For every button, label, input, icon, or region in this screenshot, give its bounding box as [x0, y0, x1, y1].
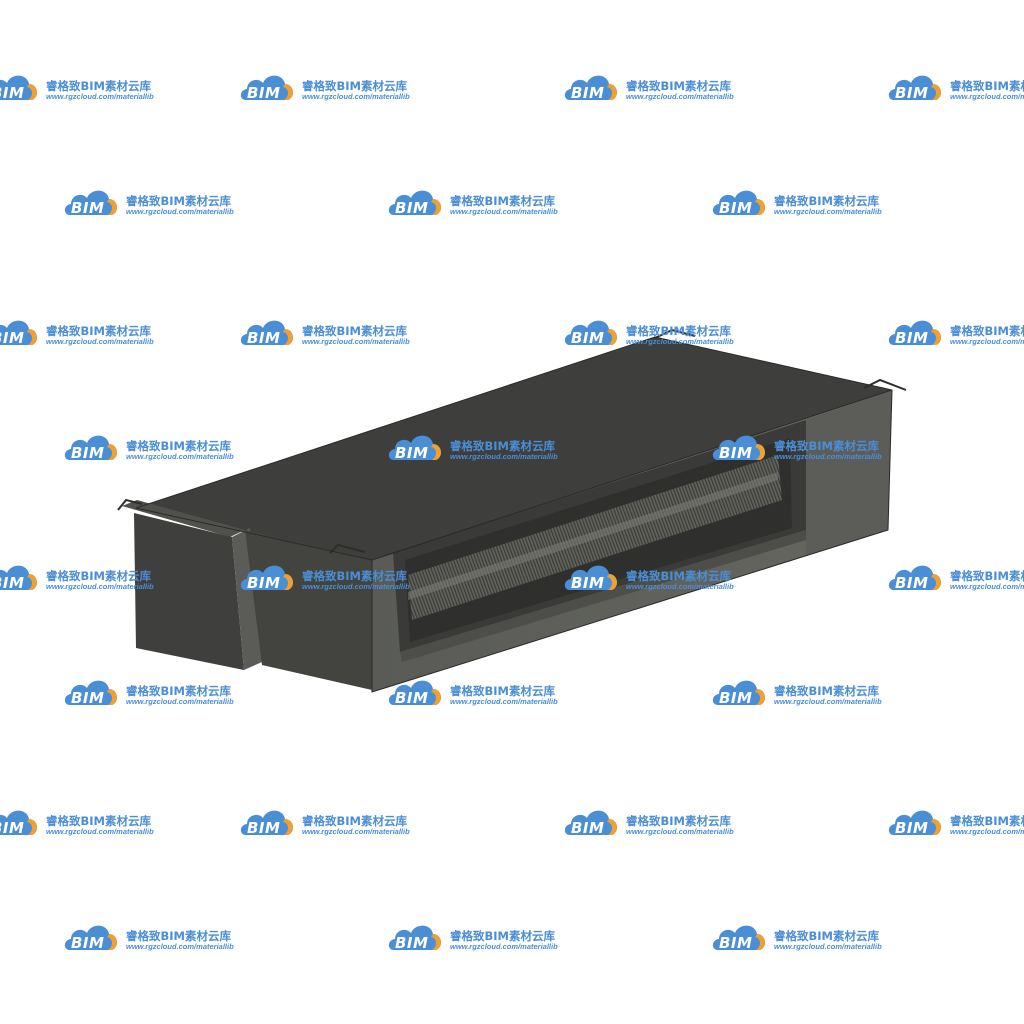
casing-right-end — [806, 390, 892, 556]
plenum-side — [232, 528, 262, 670]
plenum-front — [134, 513, 244, 670]
drain-pan-lip — [400, 530, 806, 662]
coil-highlight — [408, 472, 778, 600]
casing-top — [136, 337, 892, 560]
hanger-bracket-left — [117, 498, 366, 554]
